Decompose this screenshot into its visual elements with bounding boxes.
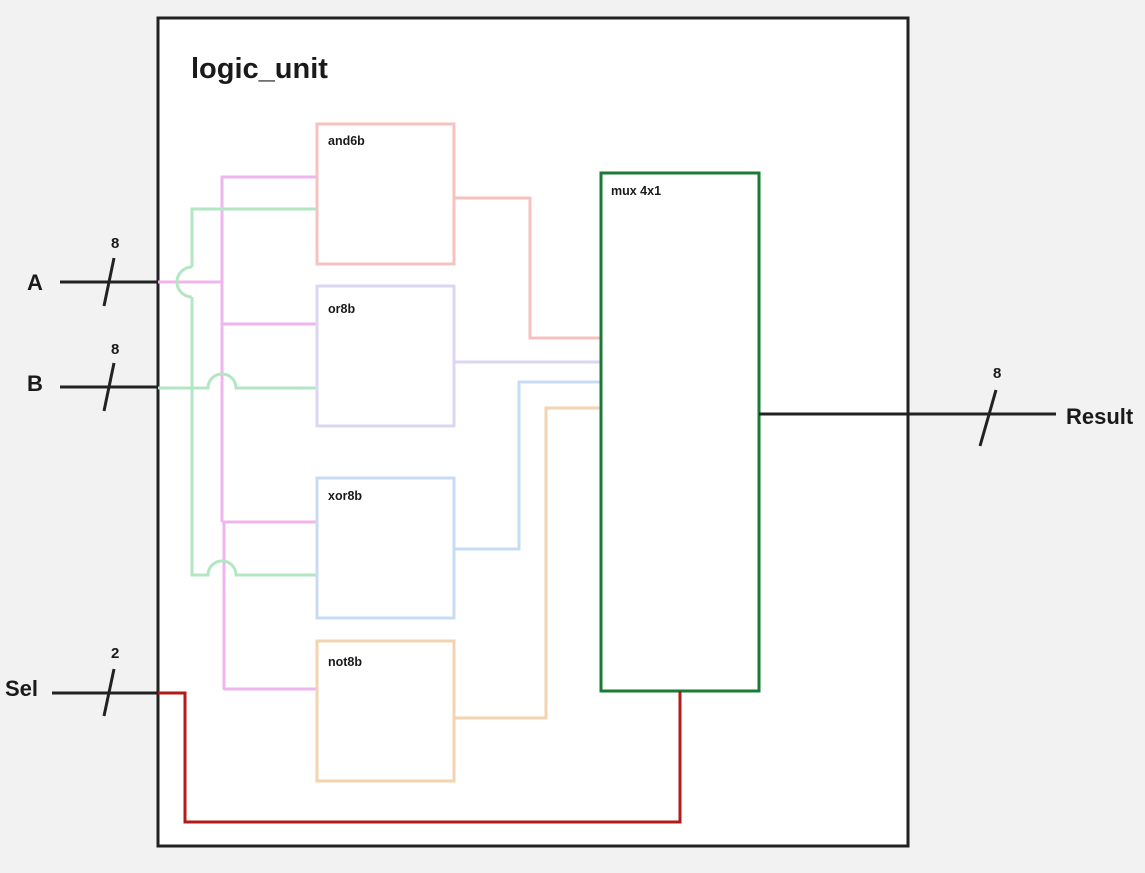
bus-slash-a [102, 257, 116, 307]
xor-block: xor8b [315, 476, 456, 620]
and-block-label: and6b [328, 134, 365, 148]
bus-width-a: 8 [111, 235, 119, 252]
and-block: and6b [315, 122, 456, 266]
bus-width-b: 8 [111, 341, 119, 358]
module-boundary [156, 16, 910, 848]
bus-slash-sel [102, 668, 116, 717]
bus-width-sel: 2 [111, 645, 119, 662]
mux-block-label: mux 4x1 [611, 184, 661, 198]
wire-sel [158, 691, 682, 824]
wire-and-to-mux [454, 196, 601, 340]
wire-not-to-mux [454, 406, 601, 720]
or-block-label: or8b [328, 302, 355, 316]
wire-xor-to-mux [454, 380, 601, 551]
or-block: or8b [315, 284, 456, 428]
wire-a [158, 175, 317, 691]
port-label-sel: Sel [5, 676, 38, 701]
not-block: not8b [315, 639, 456, 783]
bus-slash-b [102, 362, 116, 412]
xor-block-label: xor8b [328, 489, 362, 503]
port-label-result: Result [1066, 404, 1134, 429]
module-title: logic_unit [191, 53, 328, 85]
bus-slashes [102, 257, 998, 717]
bus-slash-result [978, 389, 998, 447]
not-block-label: not8b [328, 655, 362, 669]
mux-block: mux 4x1 [599, 171, 761, 693]
bus-width-result: 8 [993, 365, 1001, 382]
wire-b [158, 207, 317, 577]
port-label-b: B [27, 371, 43, 396]
port-label-a: A [27, 270, 43, 295]
